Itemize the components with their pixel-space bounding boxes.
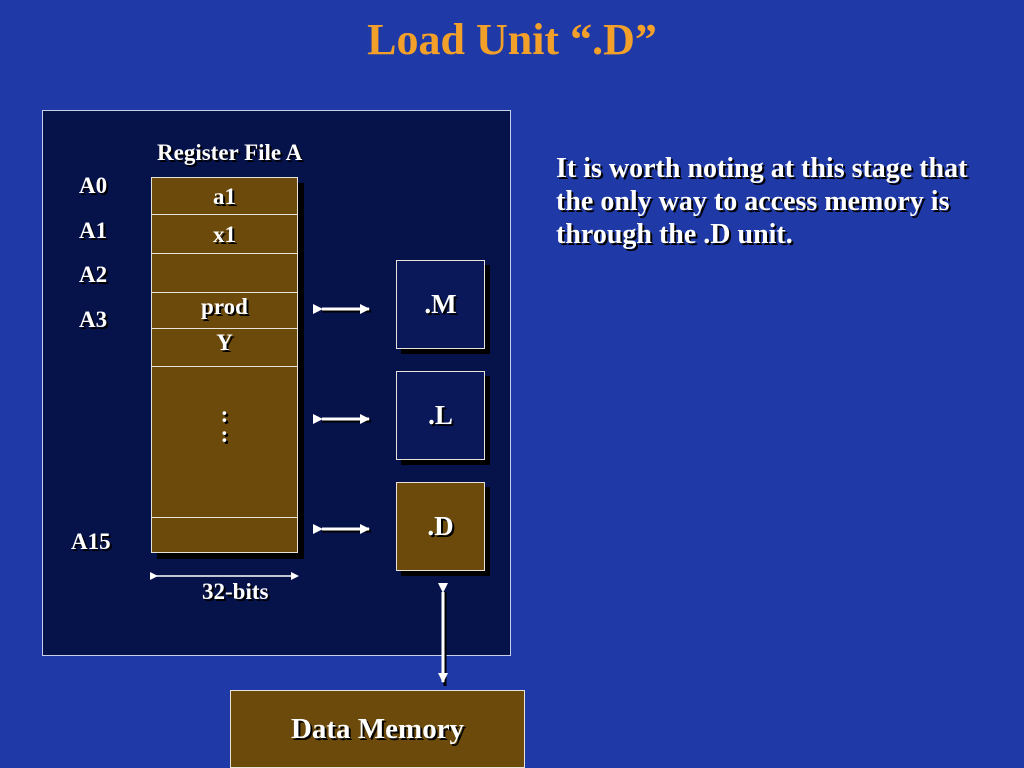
arrow-regfile-m — [313, 304, 371, 314]
arrow-regfile-l — [313, 414, 371, 424]
arrow-d-memory — [438, 583, 448, 686]
bit-width-label: 32-bits — [202, 579, 269, 604]
slide-title: Load Unit “.D” — [367, 15, 657, 64]
register-label-a15: A15 — [71, 529, 111, 554]
explanation-text: It is worth noting at this stage that th… — [556, 153, 968, 250]
register-row-divider — [152, 214, 297, 215]
register-label-a0: A0 — [79, 173, 108, 198]
register-label-a2: A2 — [79, 262, 108, 287]
register-ellipsis-upper: : — [220, 402, 229, 427]
register-file-title: Register File A — [157, 140, 303, 165]
arrow-regfile-d — [313, 524, 371, 534]
unit-d-box: .D — [396, 482, 485, 571]
register-ellipsis-lower: : — [220, 422, 229, 447]
register-row-divider — [152, 517, 297, 518]
data-memory-box: Data Memory — [230, 690, 525, 768]
unit-m-box: .M — [396, 260, 485, 349]
unit-l-box: .L — [396, 371, 485, 460]
register-label-a3: A3 — [79, 307, 108, 332]
register-a4-value: Y — [216, 330, 233, 355]
unit-d-label: .D — [427, 511, 454, 541]
data-memory-label: Data Memory — [290, 712, 465, 745]
register-a3-value: prod — [201, 294, 248, 319]
register-a0-value: a1 — [213, 184, 236, 209]
unit-m-label: .M — [424, 289, 457, 319]
register-row-divider — [152, 328, 297, 329]
register-row-divider — [152, 253, 297, 254]
unit-l-label: .L — [428, 400, 453, 430]
register-row-divider — [152, 292, 297, 293]
register-row-divider — [152, 366, 297, 367]
register-file: a1 x1 prod Y : : — [151, 177, 298, 553]
register-a1-value: x1 — [213, 222, 236, 247]
register-label-a1: A1 — [79, 218, 108, 243]
